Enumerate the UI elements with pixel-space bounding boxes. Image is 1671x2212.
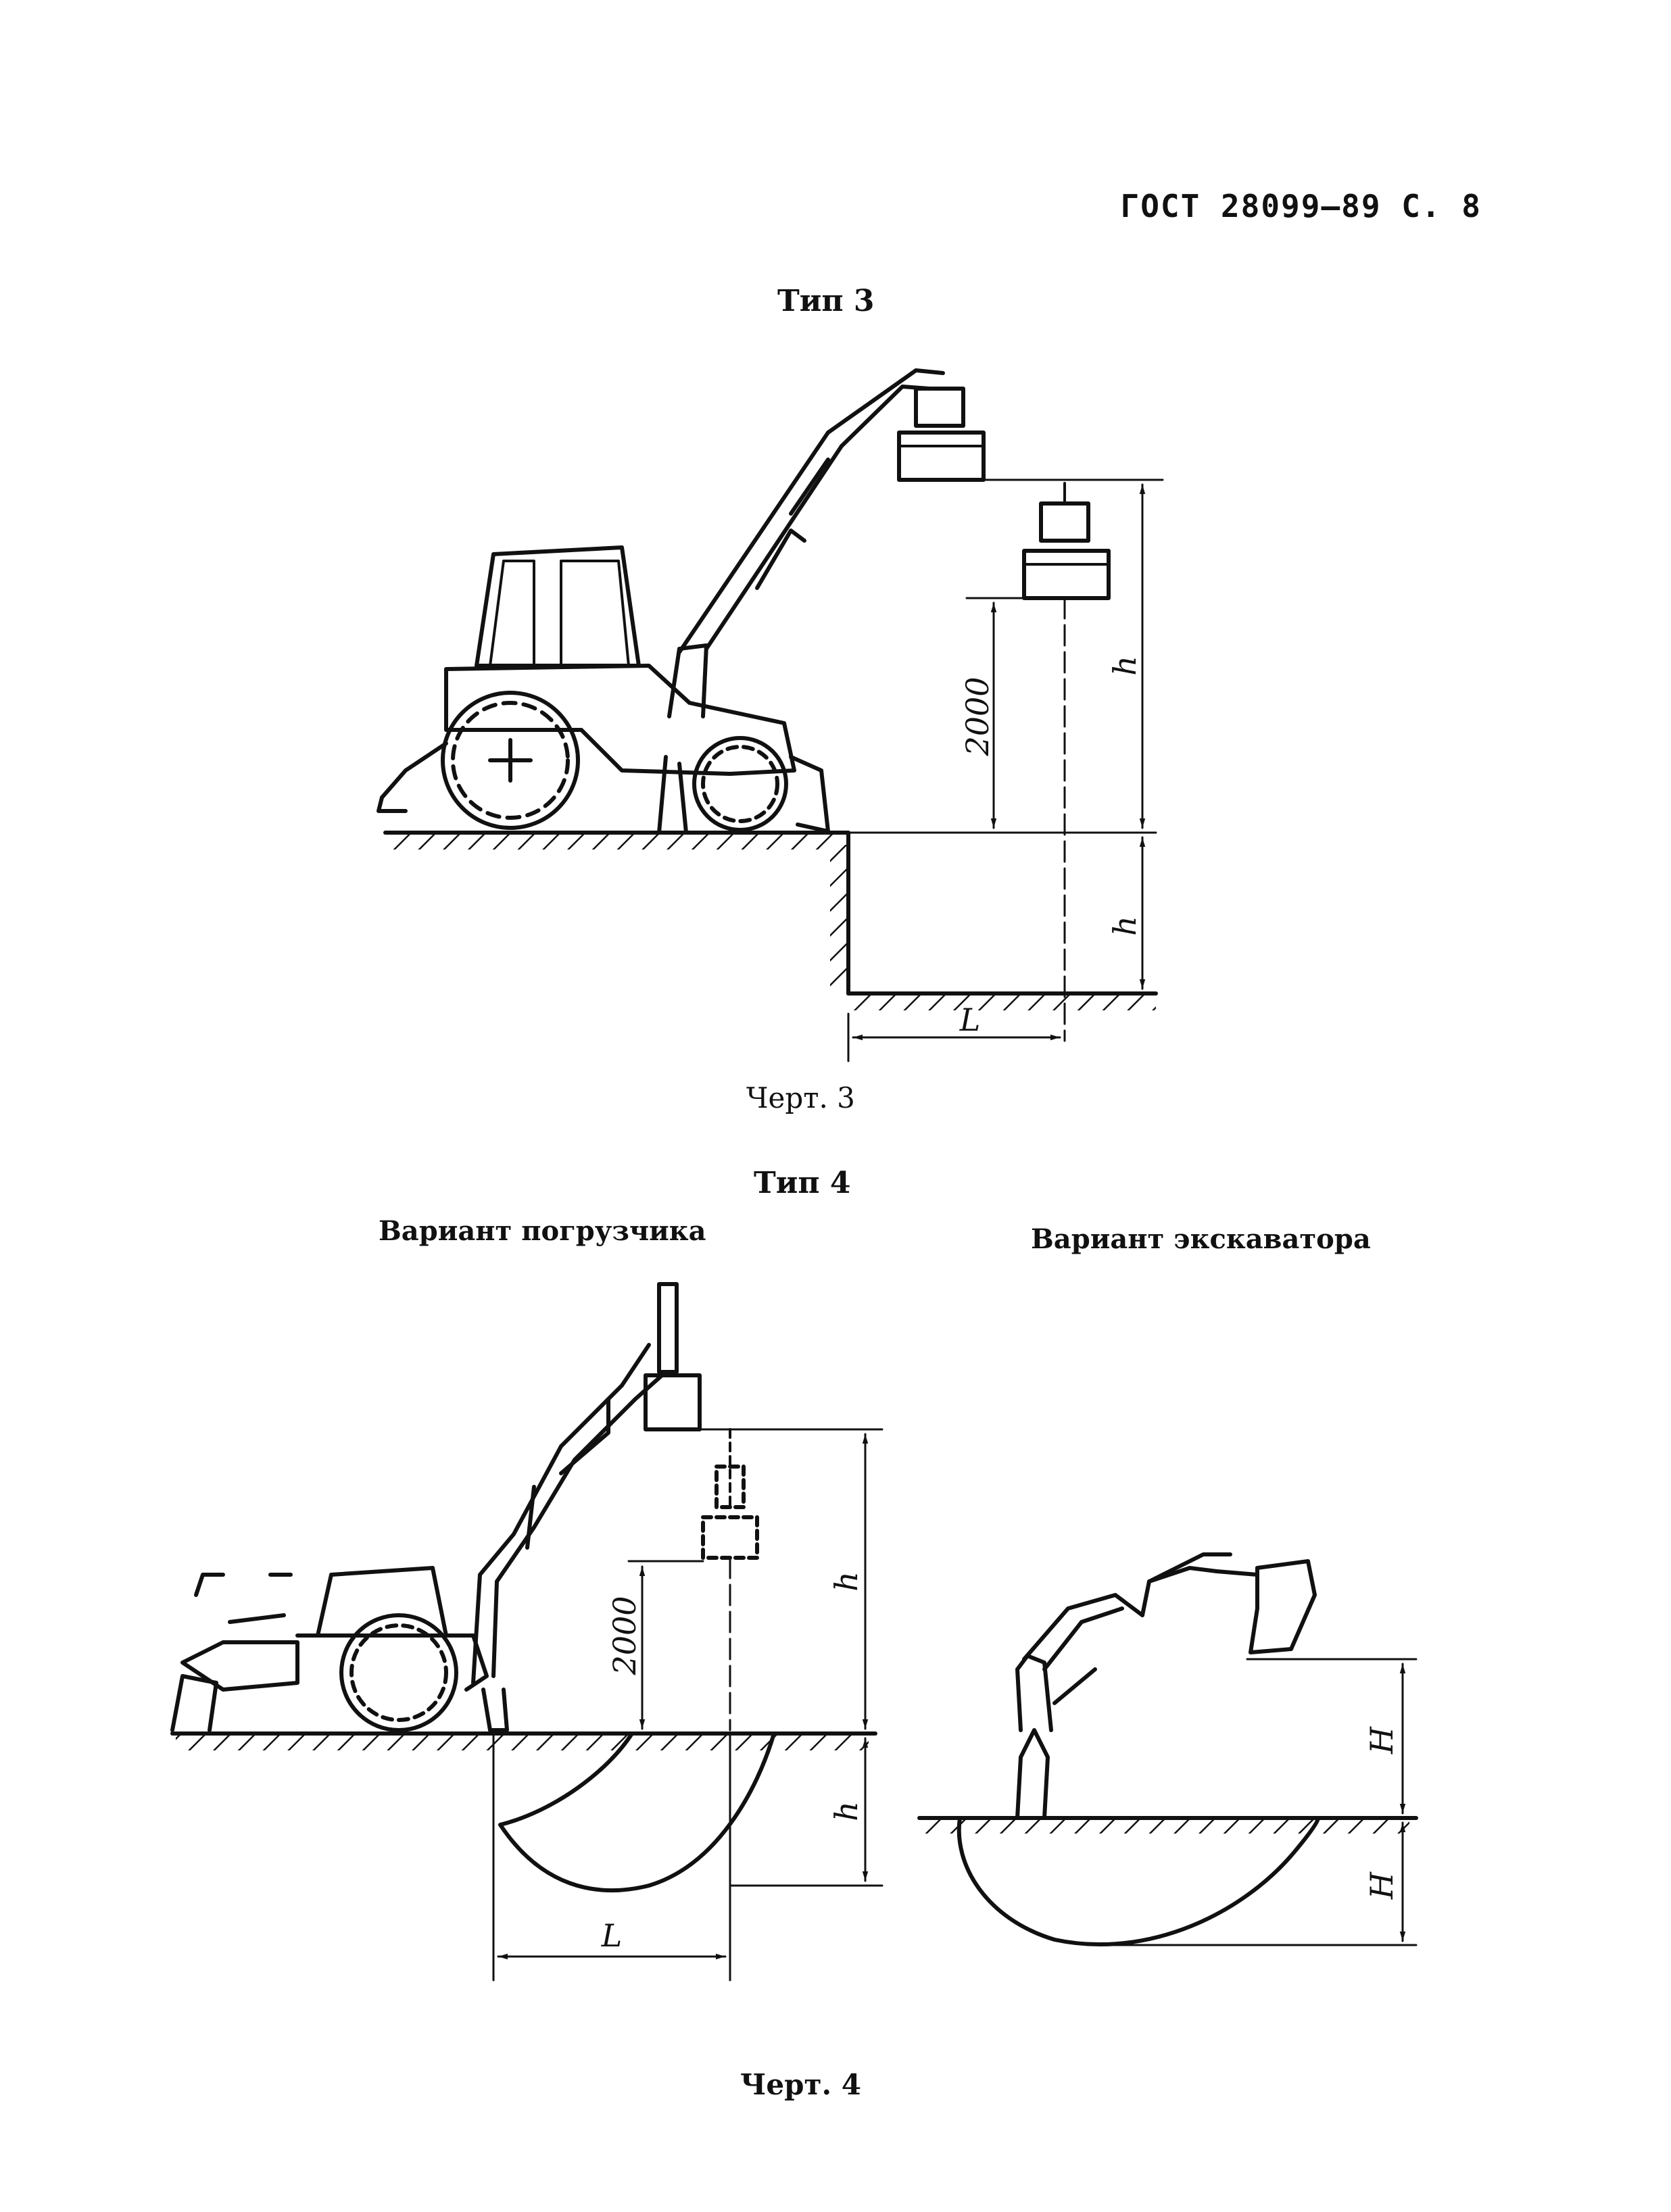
fig3-dim-2000: 2000	[959, 677, 996, 756]
fig4-dim-2000: 2000	[606, 1596, 643, 1675]
fig3-dim-h-upper: h	[1107, 656, 1143, 676]
fig3-caption: Черт. 3	[746, 1081, 855, 1114]
fig3-drawing	[377, 368, 1164, 1062]
fig4-variant-loader: Вариант погрузчика	[379, 1215, 706, 1247]
fig4-dim-h-upper: h	[828, 1571, 865, 1592]
fig4-exc-dim-h-upper: H	[1363, 1726, 1400, 1754]
fig3-rear-wheel	[441, 691, 580, 830]
fig4-caption: Черт. 4	[740, 2068, 861, 2101]
fig3-front-wheel	[692, 736, 788, 832]
fig4-dim-h-lower: h	[828, 1801, 865, 1821]
fig4-loader-drawing	[170, 1282, 883, 1982]
fig4-dim-L: L	[601, 1917, 623, 1954]
fig3-grab-lower	[1022, 549, 1111, 600]
fig3-cab	[475, 545, 641, 668]
fig3-grab-upper	[897, 431, 986, 482]
fig4-type-label: Тип 4	[754, 1166, 851, 1200]
fig3-dim-h-lower: h	[1107, 916, 1143, 936]
fig3-ground-hatch	[389, 835, 835, 850]
fig4-exc-dim-h-lower: H	[1363, 1871, 1400, 1900]
fig4-variant-excavator: Вариант экскаватора	[1031, 1223, 1371, 1255]
fig3-type-label: Тип 3	[777, 284, 875, 318]
fig3-dim-L: L	[959, 1002, 981, 1038]
fig4-excavator-drawing	[917, 1552, 1418, 1946]
page-header: ГОСТ 28099—89 С. 8	[1120, 188, 1482, 224]
